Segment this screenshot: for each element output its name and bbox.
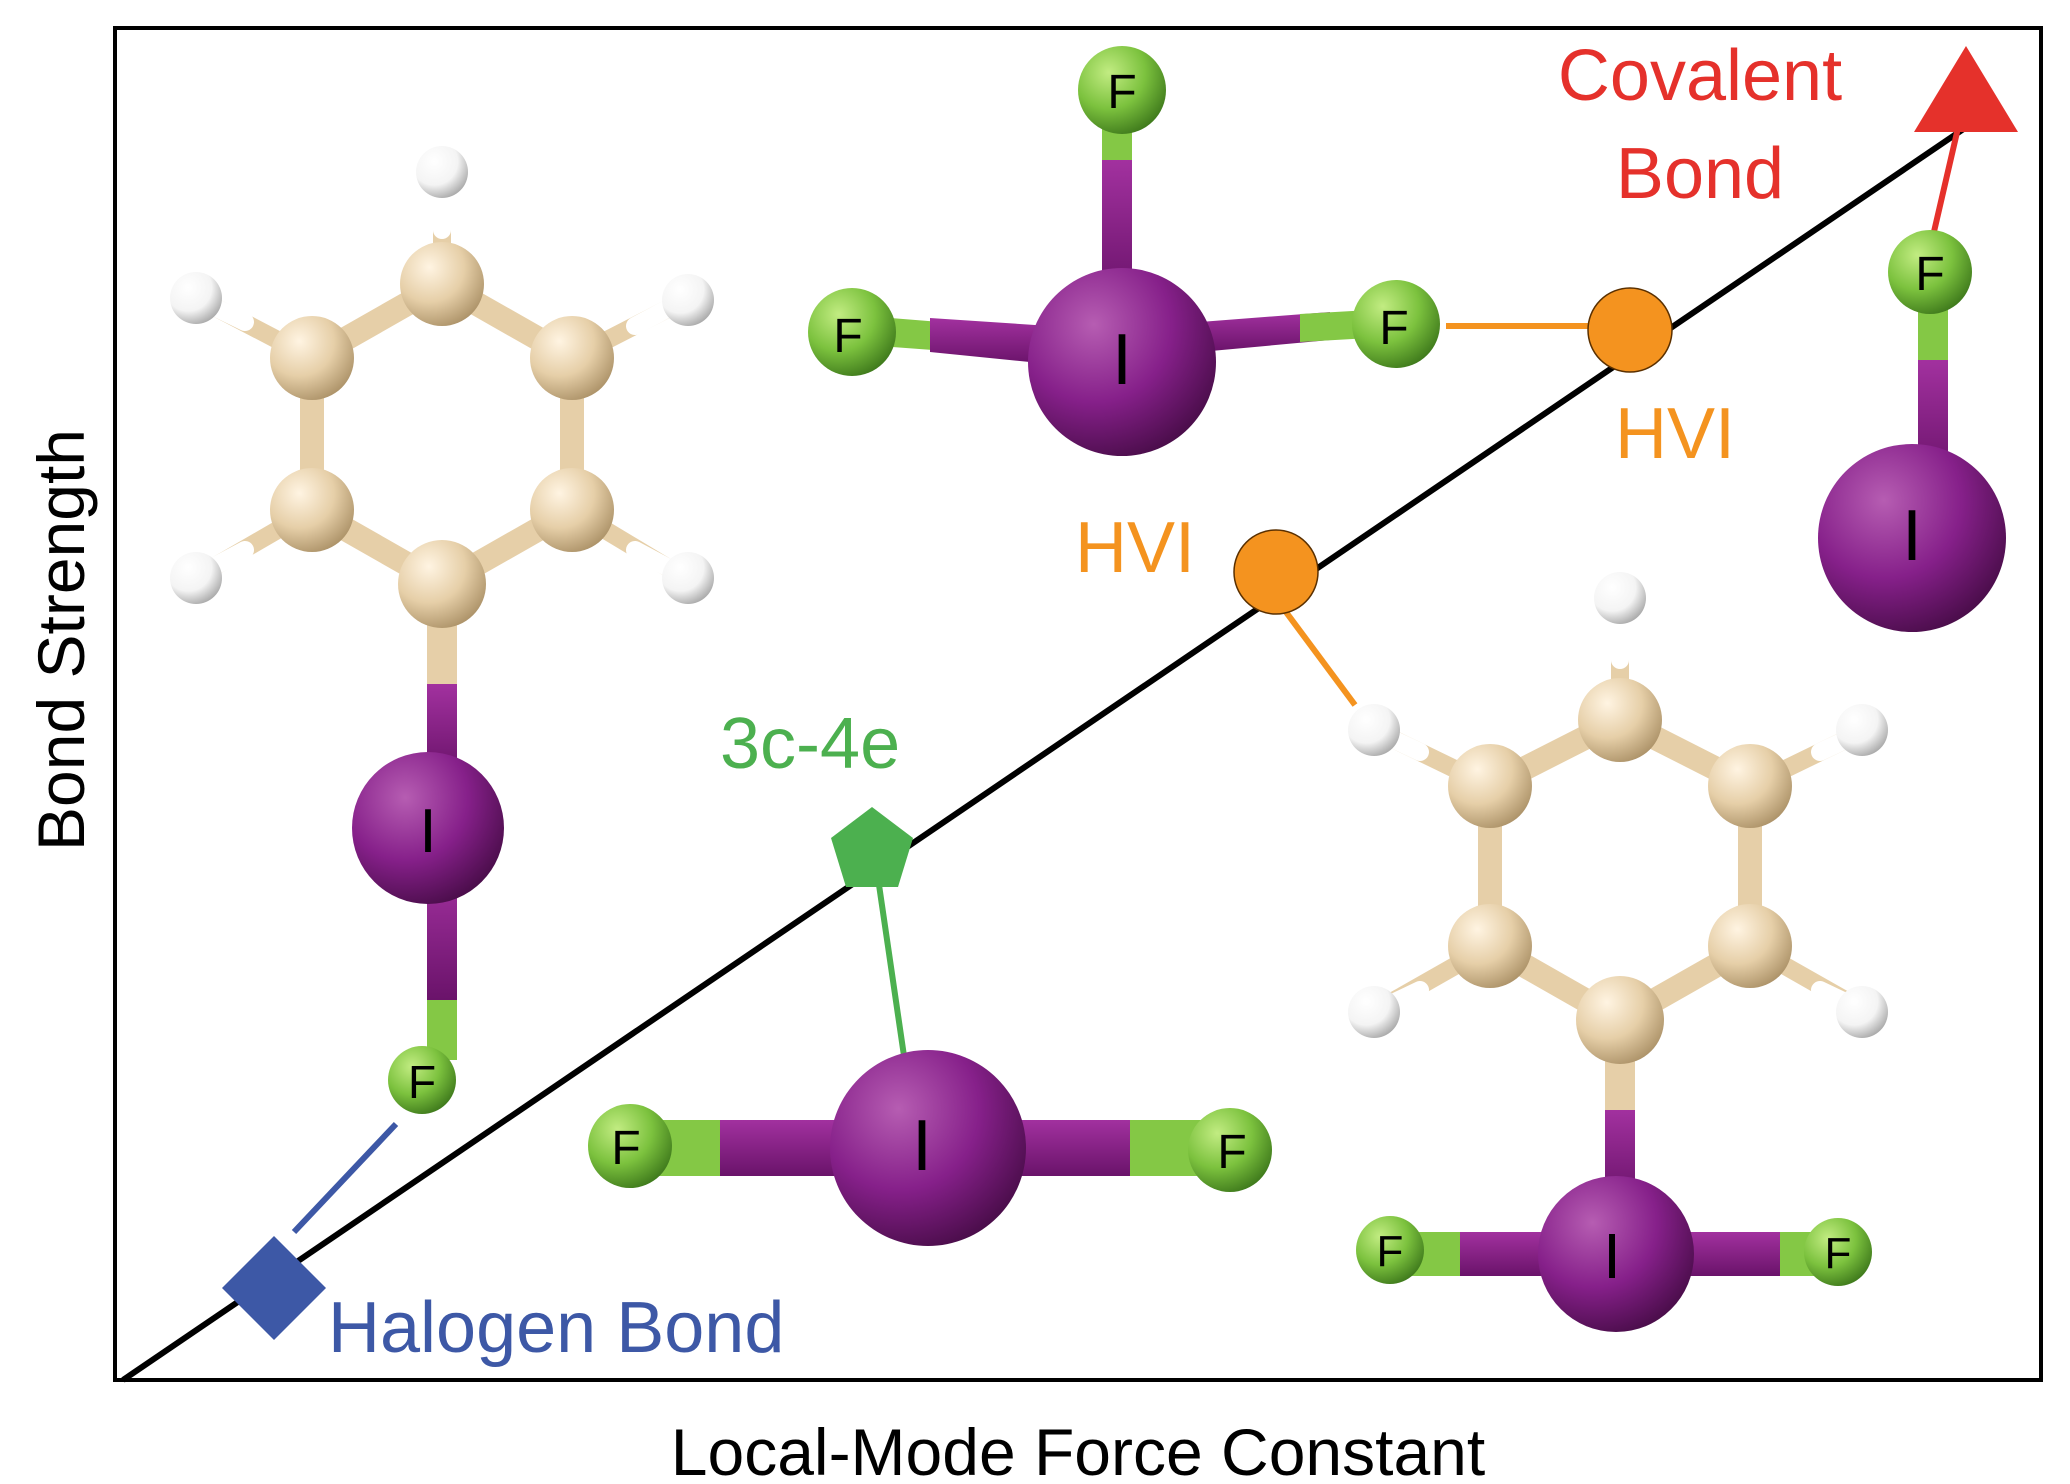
x-axis-label: Local-Mode Force Constant bbox=[671, 1415, 1485, 1484]
phenyl-iodide-fluorine-molecule bbox=[170, 146, 714, 1114]
hvi-marker-upper bbox=[1587, 287, 1673, 373]
fluorine-label-4a: F bbox=[611, 1122, 640, 1175]
plot-frame bbox=[113, 26, 2043, 1382]
halogen-bond-marker bbox=[222, 1236, 326, 1340]
fluorine-label-2c: F bbox=[1379, 302, 1408, 355]
covalent-connector bbox=[1930, 127, 1961, 237]
threec-4e-marker bbox=[831, 807, 913, 887]
iodine-label-4: I bbox=[912, 1106, 932, 1186]
iodine-difluoride-molecule bbox=[588, 1050, 1272, 1246]
fluorine-label-1: F bbox=[408, 1056, 436, 1108]
fluorine-label-4b: F bbox=[1217, 1126, 1246, 1179]
phenyl-iodine-difluoride-molecule bbox=[1348, 572, 1888, 1332]
iodine-trifluoride-molecule bbox=[808, 46, 1440, 456]
threec-4e-label: 3c-4e bbox=[720, 704, 900, 784]
threec-connector bbox=[875, 877, 907, 1057]
hvi1-connector bbox=[1280, 606, 1358, 707]
hvi-label-upper: HVI bbox=[1615, 394, 1735, 474]
covalent-bond-marker bbox=[1914, 46, 2018, 132]
iodine-label-2: I bbox=[1112, 320, 1132, 400]
trend-line bbox=[121, 108, 1992, 1383]
hvi-marker-lower bbox=[1233, 529, 1319, 615]
iodine-label-1: I bbox=[419, 797, 436, 866]
y-axis-label: Bond Strength bbox=[24, 429, 98, 851]
iodine-label-3: I bbox=[1902, 496, 1922, 576]
fluorine-label-2a: F bbox=[1107, 66, 1136, 119]
iodine-monofluoride-molecule bbox=[1818, 230, 2006, 632]
fluorine-label-5a: F bbox=[1377, 1227, 1404, 1276]
fluorine-label-5b: F bbox=[1825, 1229, 1852, 1278]
hvi-label-lower: HVI bbox=[1075, 508, 1195, 588]
iodine-label-5: I bbox=[1603, 1220, 1621, 1292]
fluorine-label-2b: F bbox=[833, 310, 862, 363]
covalent-bond-label-line2: Bond bbox=[1616, 134, 1784, 214]
fluorine-label-3: F bbox=[1915, 248, 1944, 301]
covalent-bond-label-line1: Covalent bbox=[1558, 36, 1842, 116]
halogen-connector bbox=[291, 1121, 399, 1235]
halogen-bond-label: Halogen Bond bbox=[328, 1288, 784, 1368]
